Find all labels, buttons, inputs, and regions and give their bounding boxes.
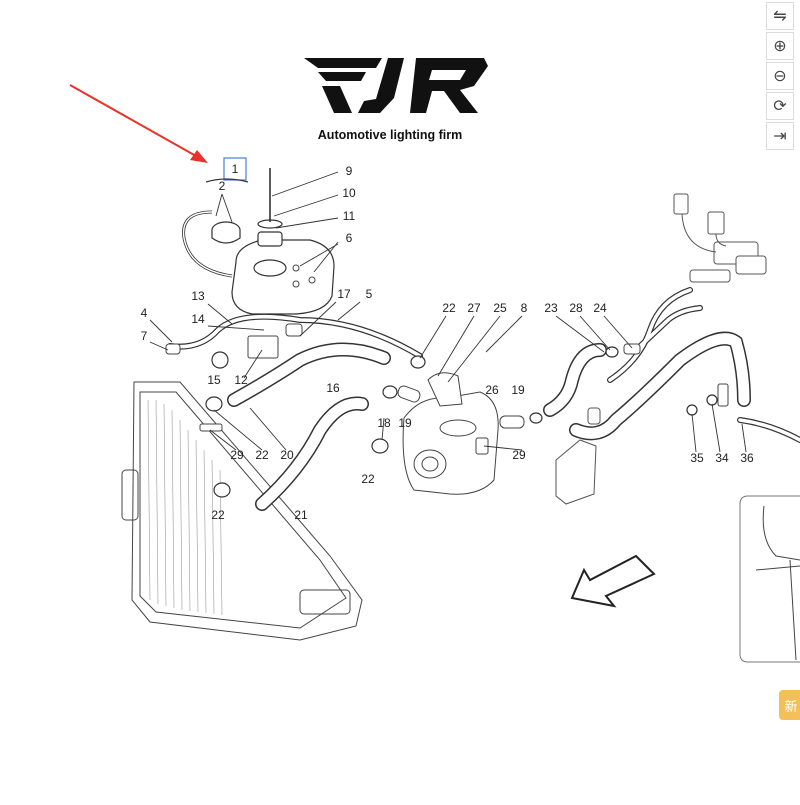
sensor-bracket (555, 407, 601, 505)
rotate-button[interactable]: ⟳ (766, 92, 794, 120)
callout-20: 20 (280, 448, 294, 462)
callout-13: 13 (191, 289, 205, 303)
electrical-connectors (673, 193, 767, 283)
callout-28: 28 (569, 301, 583, 315)
callout-18: 18 (377, 416, 391, 430)
callout-9: 9 (346, 164, 353, 178)
collapse-icon: ⇥ (773, 128, 787, 145)
callout-10: 10 (342, 186, 356, 200)
callout-11: 11 (343, 209, 356, 223)
callout-1: 1 (232, 162, 239, 176)
callout-27: 27 (467, 301, 481, 315)
collapse-button[interactable]: ⇥ (766, 122, 794, 150)
callout-7: 7 (141, 329, 148, 343)
zoom-out-button[interactable]: ⊖ (766, 62, 794, 90)
label-bracket (205, 178, 249, 183)
rotate-icon: ⟳ (773, 98, 787, 115)
callout-25: 25 (493, 301, 507, 315)
callout-15: 15 (207, 373, 221, 387)
zoom-out-icon: ⊖ (773, 68, 787, 85)
callout-35: 35 (690, 451, 704, 465)
leader-lines (149, 171, 747, 453)
callout-23: 23 (544, 301, 558, 315)
callout-17: 17 (337, 287, 351, 301)
callout-12: 12 (234, 373, 248, 387)
expansion-tank (231, 168, 335, 315)
callout-19: 19 (511, 383, 525, 397)
callout-6: 6 (346, 231, 353, 245)
callout-24: 24 (593, 301, 607, 315)
callout-22: 22 (211, 508, 225, 522)
side-tab[interactable]: 新 (779, 690, 800, 720)
hose-clamps (205, 346, 718, 498)
brand-tagline: Automotive lighting firm (317, 128, 463, 142)
callout-2: 2 (219, 179, 226, 193)
zoom-in-icon: ⊕ (773, 38, 787, 55)
callout-22: 22 (361, 472, 375, 486)
callout-14: 14 (191, 312, 205, 326)
callout-22: 22 (442, 301, 456, 315)
swap-button[interactable]: ⇋ (766, 2, 794, 30)
fittings (165, 264, 729, 455)
zoom-in-button[interactable]: ⊕ (766, 32, 794, 60)
red-pointer-arrow (69, 84, 208, 163)
radiator (121, 381, 363, 641)
callout-29: 29 (512, 448, 526, 462)
callout-5: 5 (366, 287, 373, 301)
callout-19: 19 (398, 416, 412, 430)
callout-34: 34 (715, 451, 729, 465)
brand-logo (304, 58, 488, 113)
water-pump-housing (397, 372, 525, 495)
viewer-toolbar: ⇋ ⊕ ⊖ ⟳ ⇥ (764, 2, 796, 152)
callout-26: 26 (485, 383, 499, 397)
swap-icon: ⇋ (773, 8, 787, 25)
callout-16: 16 (326, 381, 340, 395)
callout-22: 22 (255, 448, 269, 462)
callout-36: 36 (740, 451, 754, 465)
callout-8: 8 (521, 301, 528, 315)
inset-panel (739, 495, 800, 663)
callout-21: 21 (294, 508, 308, 522)
callout-4: 4 (141, 306, 148, 320)
hoses (167, 287, 800, 511)
filler-cap (211, 221, 241, 244)
direction-arrow (570, 554, 656, 608)
callout-29: 29 (230, 448, 244, 462)
